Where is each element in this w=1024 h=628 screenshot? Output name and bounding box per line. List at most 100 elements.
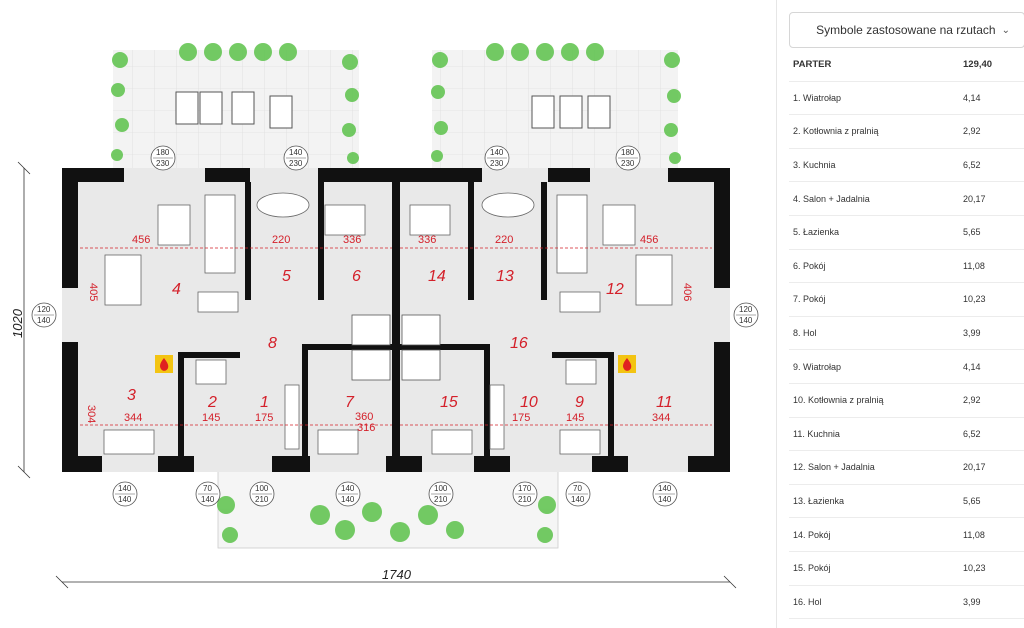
front-terrace [217, 469, 559, 549]
overall-dimension-height: 1020 [10, 161, 31, 479]
svg-text:210: 210 [518, 495, 532, 504]
table-row: 15. Pokój 10,23 [789, 552, 1024, 586]
room-area: 2,92 [963, 126, 981, 137]
room-area: 6,52 [963, 428, 981, 439]
symbols-dropdown[interactable]: Symbole zastosowane na rzutach ⌄ [789, 12, 1024, 48]
table-header-row: PARTER 129,40 [789, 48, 1024, 82]
dimension-label: 304 [85, 405, 97, 423]
svg-text:100: 100 [434, 484, 448, 493]
room-area: 3,99 [963, 596, 981, 607]
table-row: 4. Salon + Jadalnia 20,17 [789, 182, 1024, 216]
dimension-label: 145 [566, 412, 584, 424]
room-area: 2,92 [963, 395, 981, 406]
dimension-label: 456 [640, 234, 658, 246]
svg-text:230: 230 [490, 159, 504, 168]
room-area: 6,52 [963, 160, 981, 171]
room-list-panel: Symbole zastosowane na rzutach ⌄ PARTER … [776, 0, 1024, 628]
svg-text:180: 180 [621, 148, 635, 157]
room-name: 7. Pokój [793, 294, 826, 305]
svg-text:140: 140 [118, 495, 132, 504]
plants-right [431, 43, 681, 164]
room-name: 2. Kotłownia z pralnią [793, 126, 879, 137]
svg-text:100: 100 [255, 484, 269, 493]
room-name: 1. Wiatrołap [793, 92, 842, 103]
table-row: 11. Kuchnia 6,52 [789, 418, 1024, 452]
room-number: 5 [282, 268, 291, 285]
window-label: 140 230 [283, 145, 309, 171]
fire-icon [618, 355, 636, 373]
svg-text:210: 210 [255, 495, 269, 504]
window-label: 70 140 [195, 481, 221, 507]
room-name: 9. Wiatrołap [793, 361, 842, 372]
dimension-label: 336 [418, 234, 436, 246]
room-number: 4 [172, 281, 181, 298]
chevron-down-icon: ⌄ [1001, 24, 1010, 36]
room-number: 8 [268, 335, 277, 352]
svg-text:120: 120 [739, 305, 753, 314]
svg-text:140: 140 [490, 148, 504, 157]
table-row: 7. Pokój 10,23 [789, 283, 1024, 317]
room-number: 12 [606, 281, 624, 298]
room-area: 5,65 [963, 496, 981, 507]
svg-text:140: 140 [658, 495, 672, 504]
room-name: 8. Hol [793, 328, 817, 339]
svg-text:140: 140 [341, 495, 355, 504]
room-name: 10. Kotłownia z pralnią [793, 395, 884, 406]
room-name: 16. Hol [793, 596, 822, 607]
dimension-label: 360 [355, 411, 373, 423]
window-label: 120 140 [733, 302, 759, 328]
dimension-label: 220 [495, 234, 513, 246]
dimension-label: 456 [132, 234, 150, 246]
table-row: 16. Hol 3,99 [789, 586, 1024, 620]
furniture [103, 192, 673, 455]
room-name: 4. Salon + Jadalnia [793, 193, 870, 204]
terrace-right [431, 43, 681, 170]
room-number: 3 [127, 387, 136, 404]
room-number: 14 [428, 268, 446, 285]
room-area: 10,23 [963, 563, 986, 574]
overall-dimension-width: 1740 [55, 567, 737, 589]
floor-name: PARTER [793, 58, 832, 70]
room-number: 16 [510, 335, 528, 352]
room-area: 20,17 [963, 462, 986, 473]
window-label: 140 140 [652, 481, 678, 507]
svg-text:140: 140 [289, 148, 303, 157]
table-row: 10. Kotłownia z pralnią 2,92 [789, 384, 1024, 418]
room-name: 14. Pokój [793, 529, 831, 540]
svg-text:170: 170 [518, 484, 532, 493]
room-area: 20,17 [963, 193, 986, 204]
svg-text:1740: 1740 [382, 567, 412, 582]
room-name: 11. Kuchnia [793, 428, 840, 439]
dimension-label: 405 [87, 283, 99, 301]
window-label: 170 210 [512, 481, 538, 507]
room-area: 3,99 [963, 328, 981, 339]
dropdown-label: Symbole zastosowane na rzutach [816, 23, 996, 37]
room-name: 15. Pokój [793, 563, 831, 574]
floor-area-total: 129,40 [963, 58, 993, 70]
table-row: 12. Salon + Jadalnia 20,17 [789, 451, 1024, 485]
window-label: 140 230 [484, 145, 510, 171]
window-label: 140 140 [112, 481, 138, 507]
stairs [351, 314, 441, 381]
dimension-label: 344 [124, 412, 142, 424]
window-label: 100 210 [249, 481, 275, 507]
window-label: 120 140 [31, 302, 57, 328]
room-area: 11,08 [963, 260, 985, 271]
room-name: 12. Salon + Jadalnia [793, 462, 875, 473]
dimension-label: 336 [343, 234, 361, 246]
dimension-label: 344 [652, 412, 670, 424]
room-area: 10,23 [963, 294, 986, 305]
floor-plan: 1 2 3 4 5 6 7 8 9 10 11 12 13 14 15 16 4… [10, 43, 759, 589]
fire-icon [155, 355, 173, 373]
room-number: 10 [520, 394, 538, 411]
room-area: 5,65 [963, 227, 981, 238]
dimension-label: 220 [272, 234, 290, 246]
room-number: 6 [352, 268, 361, 285]
